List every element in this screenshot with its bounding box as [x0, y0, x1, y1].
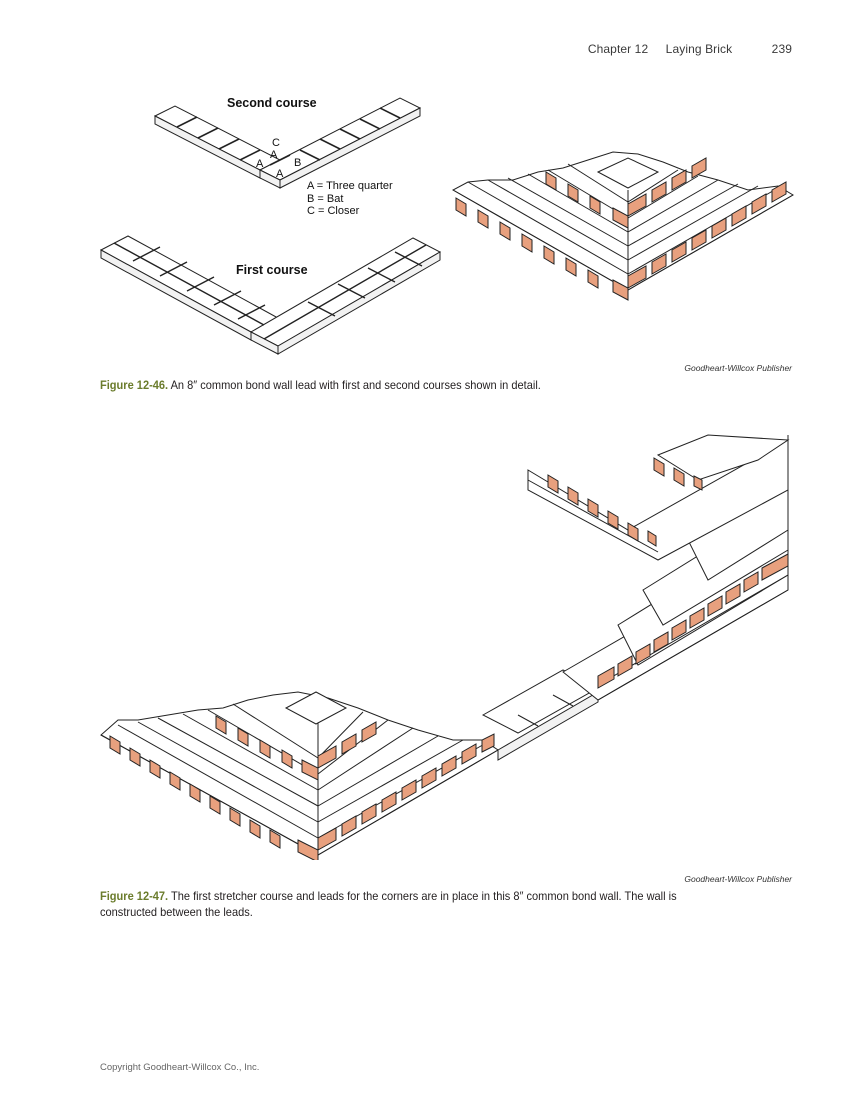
copyright-footer: Copyright Goodheart-Willcox Co., Inc.: [100, 1062, 260, 1073]
bat-letter-b: B: [294, 157, 302, 169]
figure-46-number: Figure 12-46.: [100, 378, 169, 392]
corner-lead-diagram: [451, 151, 794, 301]
second-course-label: Second course: [227, 96, 317, 110]
chapter-label: Chapter 12: [587, 42, 649, 56]
brick-legend: A = Three quarter B = Bat C = Closer: [307, 180, 393, 218]
legend-bat: B = Bat: [307, 192, 344, 205]
figure-46-caption: Figure 12-46. An 8″ common bond wall lea…: [100, 377, 707, 393]
three-quarter-letter-a-bottom: A: [276, 168, 284, 180]
figure-47-caption-text: The first stretcher course and leads for…: [100, 889, 677, 919]
figure-46-caption-text: An 8″ common bond wall lead with first a…: [170, 378, 541, 392]
legend-three-quarter: A = Three quarter: [307, 180, 393, 192]
closer-letter-c: C: [272, 137, 280, 149]
second-course-diagram: [153, 97, 422, 189]
legend-closer: C = Closer: [307, 205, 360, 217]
first-course-diagram: [99, 235, 442, 355]
common-bond-wall-diagram: [100, 434, 790, 860]
first-course-label: First course: [236, 263, 308, 277]
figure-47-caption: Figure 12-47. The first stretcher course…: [100, 888, 707, 920]
page-number: 239: [771, 42, 792, 56]
figure-47-number: Figure 12-47.: [100, 889, 169, 903]
running-head: Chapter 12 Laying Brick 239: [588, 42, 792, 56]
chapter-title: Laying Brick: [665, 42, 733, 56]
figure-47-credit: Goodheart-Willcox Publisher: [684, 874, 792, 884]
three-quarter-letter-a-top: A: [270, 149, 278, 161]
three-quarter-letter-a-left: A: [256, 158, 264, 170]
figure-46-credit: Goodheart-Willcox Publisher: [684, 363, 792, 373]
